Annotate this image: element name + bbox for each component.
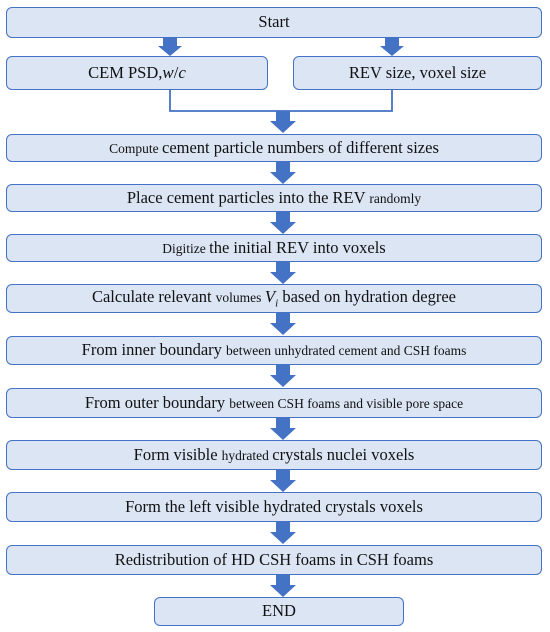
arrow-1 [270, 162, 296, 184]
arrow-start-right [380, 38, 404, 56]
step-calculate-volumes-label: Calculate relevant volumes Vi based on h… [92, 288, 456, 309]
step-calculate-volumes-b: volumes [215, 289, 265, 305]
step-outer-boundary-main: From outer boundary [84, 392, 230, 412]
step-digitize-rev: Digitize the initial REV into voxels [6, 234, 542, 262]
ratio-slash: / [173, 63, 179, 83]
input-rev-size-label: REV size, voxel size [348, 62, 487, 82]
step-outer-boundary-label: From outer boundary between CSH foams an… [84, 392, 464, 412]
step-inner-boundary-main: From inner boundary [81, 340, 227, 360]
step-crystal-nuclei: Form visible hydrated crystals nuclei vo… [6, 440, 542, 470]
merge-connector [169, 90, 393, 112]
arrow-3 [270, 262, 296, 284]
arrow-merge-down [270, 111, 296, 133]
step-left-crystals-label: Form the left visible hydrated crystals … [125, 496, 423, 516]
end-node: END [154, 597, 404, 626]
step-digitize-rev-main: the initial REV into voxels [209, 237, 386, 257]
step-calculate-volumes-e: based on hydration degree [278, 286, 457, 306]
input-cem-psd-label: CEM PSD,w/c [88, 64, 186, 82]
step-outer-boundary: From outer boundary between CSH foams an… [6, 388, 542, 418]
input-cem-psd-text: CEM PSD, [88, 63, 163, 83]
arrow-8 [270, 522, 296, 544]
arrow-9 [270, 575, 296, 597]
arrow-5 [270, 365, 296, 387]
step-place-particles: Place cement particles into the REV rand… [6, 184, 542, 212]
arrow-2 [270, 212, 296, 234]
step-outer-boundary-suffix: between CSH foams and visible pore space [229, 395, 464, 411]
step-digitize-rev-prefix: Digitize [162, 240, 210, 256]
arrow-7 [270, 470, 296, 492]
step-crystal-nuclei-a: Form visible [133, 444, 222, 464]
step-inner-boundary-suffix: between unhydrated cement and CSH foams [226, 343, 467, 359]
arrow-6 [270, 418, 296, 440]
arrow-4 [270, 313, 296, 335]
w-variable: w [162, 63, 174, 83]
step-crystal-nuclei-b: hydrated [221, 447, 273, 463]
step-inner-boundary-label: From inner boundary between unhydrated c… [82, 342, 467, 359]
input-rev-size-box: REV size, voxel size [293, 56, 542, 90]
end-label: END [262, 601, 296, 621]
step-redistribution-label: Redistribution of HD CSH foams in CSH fo… [114, 549, 434, 569]
step-compute-particles-label: Compute cement particle numbers of diffe… [109, 137, 439, 157]
step-compute-particles: Compute cement particle numbers of diffe… [6, 134, 542, 162]
i-subscript: i [275, 297, 279, 310]
c-variable: c [178, 63, 186, 83]
step-compute-particles-main: cement particle numbers of different siz… [162, 137, 439, 157]
step-place-particles-label: Place cement particles into the REV rand… [126, 187, 422, 207]
v-variable: V [264, 286, 276, 306]
step-crystal-nuclei-label: Form visible hydrated crystals nuclei vo… [133, 444, 415, 464]
step-left-crystals: Form the left visible hydrated crystals … [6, 492, 542, 522]
input-cem-psd-box: CEM PSD,w/c [6, 56, 268, 90]
step-place-particles-main: Place cement particles into the REV [126, 187, 370, 207]
step-inner-boundary: From inner boundary between unhydrated c… [6, 336, 542, 365]
arrow-start-left [158, 38, 182, 56]
step-redistribution: Redistribution of HD CSH foams in CSH fo… [6, 545, 542, 575]
start-node: Start [6, 7, 542, 38]
step-calculate-volumes-a: Calculate relevant [91, 286, 216, 306]
start-label: Start [258, 12, 290, 32]
step-place-particles-suffix: randomly [369, 190, 422, 206]
step-calculate-volumes: Calculate relevant volumes Vi based on h… [6, 284, 542, 313]
step-compute-particles-prefix: Compute [109, 140, 162, 156]
step-digitize-rev-label: Digitize the initial REV into voxels [162, 237, 386, 257]
step-crystal-nuclei-c: crystals nuclei voxels [272, 444, 415, 464]
